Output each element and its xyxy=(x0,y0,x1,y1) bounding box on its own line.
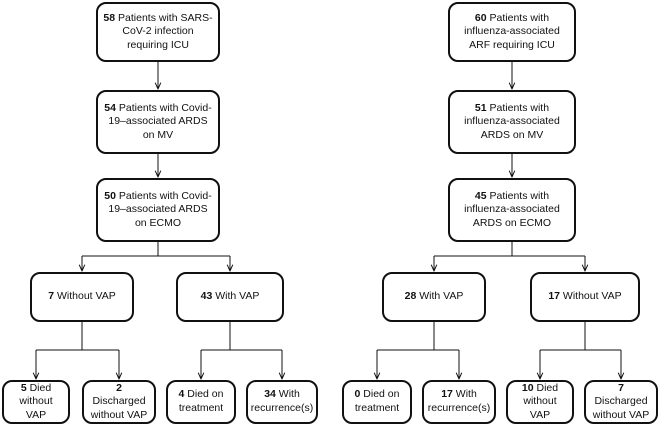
left-died-without-vap-count: 5 xyxy=(20,381,27,394)
right-with-vap-box: 28 With VAP xyxy=(382,272,486,322)
left-discharged-without-vap-box: 2 Discharged without VAP xyxy=(82,380,156,424)
left-mv-count: 54 xyxy=(104,101,116,114)
right-discharged-without-vap-box: 7 Discharged without VAP xyxy=(584,380,658,424)
right-ecmo-count: 45 xyxy=(474,189,487,202)
right-died-on-treatment-label: Died on treatment xyxy=(354,388,400,414)
left-died-without-vap-box: 5 Died without VAP xyxy=(2,380,70,424)
right-died-on-treatment-box: 0 Died on treatment xyxy=(342,380,412,424)
left-with-recurrence-box: 34 With recurrence(s) xyxy=(246,380,318,424)
left-ecmo-patients-box: 50 Patients with Covid-19–associated ARD… xyxy=(96,178,220,242)
left-icu-count: 58 xyxy=(103,11,116,24)
right-icu-count: 60 xyxy=(474,11,487,24)
left-with-recurrence-count: 34 xyxy=(264,388,276,401)
right-mv-patients-box: 51 Patients with influenza-associated AR… xyxy=(448,90,576,154)
left-without-vap-count: 7 xyxy=(48,290,55,303)
left-with-vap-box: 43 With VAP xyxy=(176,272,284,322)
right-icu-label: Patients with influenza-associated ARF r… xyxy=(464,11,560,51)
left-discharged-without-vap-label: Discharged without VAP xyxy=(90,395,148,421)
right-without-vap-box: 17 Without VAP xyxy=(530,272,640,322)
left-died-on-treatment-count: 4 xyxy=(178,388,185,401)
left-icu-label: Patients with SARS-CoV-2 infection requi… xyxy=(118,11,213,51)
right-ecmo-label: Patients with influenza-associated ARDS … xyxy=(464,189,560,229)
left-discharged-without-vap-count: 2 xyxy=(116,381,122,394)
right-mv-label: Patients with influenza-associated ARDS … xyxy=(464,101,560,141)
right-died-without-vap-label: Died without VAP xyxy=(523,381,559,421)
left-mv-patients-box: 54 Patients with Covid-19–associated ARD… xyxy=(96,90,220,154)
left-without-vap-box: 7 Without VAP xyxy=(30,272,134,322)
right-icu-patients-box: 60 Patients with influenza-associated AR… xyxy=(448,2,576,62)
right-with-recurrence-box: 17 With recurrence(s) xyxy=(422,380,496,424)
left-with-vap-count: 43 xyxy=(200,290,213,303)
right-discharged-without-vap-count: 7 xyxy=(618,381,624,394)
right-with-recurrence-label: With recurrence(s) xyxy=(427,388,491,414)
left-died-on-treatment-label: Died on treatment xyxy=(178,388,224,414)
left-died-without-vap-label: Died without VAP xyxy=(19,381,53,421)
left-with-recurrence-label: With recurrence(s) xyxy=(250,388,314,414)
left-ecmo-label: Patients with Covid-19–associated ARDS o… xyxy=(108,189,212,229)
right-died-on-treatment-count: 0 xyxy=(354,388,361,401)
right-mv-count: 51 xyxy=(474,101,487,114)
right-died-without-vap-count: 10 xyxy=(521,381,534,394)
left-icu-patients-box: 58 Patients with SARS-CoV-2 infection re… xyxy=(96,2,220,62)
right-discharged-without-vap-label: Discharged without VAP xyxy=(592,395,650,421)
right-without-vap-count: 17 xyxy=(548,290,560,303)
left-mv-label: Patients with Covid-19–associated ARDS o… xyxy=(108,101,212,141)
left-with-vap-label: With VAP xyxy=(215,290,260,303)
left-ecmo-count: 50 xyxy=(104,189,116,202)
right-died-without-vap-box: 10 Died without VAP xyxy=(506,380,574,424)
right-with-recurrence-count: 17 xyxy=(441,388,453,401)
right-ecmo-patients-box: 45 Patients with influenza-associated AR… xyxy=(448,178,576,242)
right-without-vap-label: Without VAP xyxy=(562,290,622,303)
left-died-on-treatment-box: 4 Died on treatment xyxy=(166,380,236,424)
left-without-vap-label: Without VAP xyxy=(57,290,116,303)
right-with-vap-count: 28 xyxy=(404,290,417,303)
right-with-vap-label: With VAP xyxy=(419,290,464,303)
